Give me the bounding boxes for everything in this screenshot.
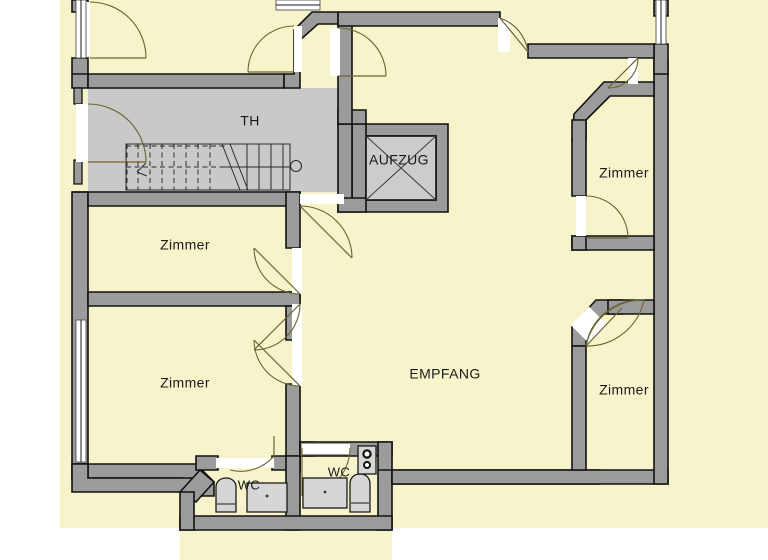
door-leaf-th-empfang <box>299 205 353 259</box>
exterior-white-bottom <box>0 528 180 560</box>
label-zimmer-sw: Zimmer <box>160 375 210 391</box>
door-gap-wc-right <box>302 444 350 454</box>
wall-wc-left-top <box>195 455 219 471</box>
door-leaf-top-right <box>499 17 529 53</box>
door-gap-zimmer-sw-a <box>292 304 302 348</box>
label-empfang: EMPFANG <box>409 366 480 382</box>
door-arc-top-mid-b <box>337 27 387 77</box>
door-gap-zimmer-sw-b <box>292 340 302 386</box>
wall-wc-bottom <box>179 515 393 531</box>
wall-left-upper <box>71 57 89 89</box>
door-leaf-zimmer-sw-a <box>253 303 301 351</box>
door-arc-zimmer-sw-a <box>253 303 301 351</box>
label-zimmer-se: Zimmer <box>599 382 649 398</box>
wall-se-left <box>571 345 587 471</box>
label-zimmer-ne: Zimmer <box>599 165 649 181</box>
door-arc-zimmer-nw <box>253 247 301 295</box>
staircase <box>125 143 303 191</box>
door-arc-top-left <box>89 1 147 59</box>
door-arc-ne-corridor <box>607 57 639 89</box>
door-arc-th-empfang <box>299 205 353 259</box>
wall-zimmer-nw-right <box>285 191 301 249</box>
wc-left-sink-drain <box>265 494 269 498</box>
door-leaf-zimmer-se <box>585 307 623 347</box>
wc-left-sink <box>246 482 288 513</box>
wall-th-top <box>72 73 285 89</box>
label-th: TH <box>240 113 259 129</box>
door-gap-zimmer-nw <box>292 248 302 294</box>
wall-lift-bottom-connector <box>337 197 367 213</box>
wall-th-left-upper <box>73 87 83 105</box>
door-gap-ne-corridor <box>628 58 638 84</box>
elevator-cross-b <box>365 135 437 201</box>
wall-th-left-lower <box>73 159 83 185</box>
stair-direction-marker <box>289 159 303 173</box>
wall-th-bottom <box>72 191 301 207</box>
stair-direction-arrow <box>136 162 148 177</box>
wall-ne-left-lower <box>571 235 587 251</box>
door-arc-zimmer-ne <box>585 195 629 239</box>
door-gap-zimmer-ne <box>576 196 586 236</box>
door-arc-zimmer-se-b <box>585 299 642 347</box>
wall-exterior-right-top-b <box>653 43 669 75</box>
door-arc-zimmer-se <box>585 299 645 347</box>
exterior-white-left <box>0 0 60 560</box>
wc-right-sink-drain <box>323 490 327 494</box>
door-gap-th-entry <box>76 104 88 162</box>
wall-exterior-right <box>653 59 669 485</box>
wall-ne-left <box>571 119 587 197</box>
label-zimmer-nw: Zimmer <box>160 237 210 253</box>
doors <box>76 1 645 497</box>
wc-fixtures <box>215 445 377 513</box>
door-gap-top-mid-b <box>330 28 340 76</box>
room-labels: TH AUFZUG Zimmer Zimmer EMPFANG Zimmer Z… <box>160 113 649 493</box>
wall-between-left-rooms <box>87 291 301 307</box>
stair-break-a <box>221 143 241 191</box>
windows <box>75 0 667 463</box>
elevator-shaft <box>365 135 437 201</box>
wall-top-run-far-right <box>527 43 655 59</box>
wc-right-toilet <box>349 473 371 513</box>
door-gap-th-empfang <box>300 194 344 204</box>
label-aufzug: AUFZUG <box>369 152 429 168</box>
door-gap-wc-left <box>216 458 274 468</box>
exterior-white-bottom-right <box>392 528 768 560</box>
wall-empfang-bottom-right <box>391 469 669 485</box>
door-leaf-zimmer-sw-b <box>253 339 301 387</box>
wc-left-toilet <box>215 477 237 513</box>
stair-break-b <box>229 143 249 191</box>
cooktop-burner-large <box>362 449 372 459</box>
door-gap-zimmer-se <box>570 306 608 344</box>
wall-top-run-right <box>337 11 501 27</box>
door-arc-top-mid-a <box>247 25 295 73</box>
wall-lift-left <box>351 123 367 201</box>
door-arc-top-right <box>499 17 529 53</box>
door-gap-top-mid-a <box>294 26 302 72</box>
label-wc-left: WC <box>238 477 260 492</box>
label-wc-right: WC <box>328 464 350 479</box>
door-leaf-ne-corridor <box>607 57 639 89</box>
door-arc-wc-left <box>229 455 275 472</box>
door-arc-zimmer-sw-b <box>253 339 301 387</box>
door-arc-th-entry <box>87 103 147 163</box>
cooktop-burner-small <box>363 461 371 469</box>
wall-upper-mid-vertical <box>337 23 353 125</box>
wall-wc-left-outer <box>179 491 195 531</box>
door-leaf-zimmer-nw <box>253 247 301 295</box>
